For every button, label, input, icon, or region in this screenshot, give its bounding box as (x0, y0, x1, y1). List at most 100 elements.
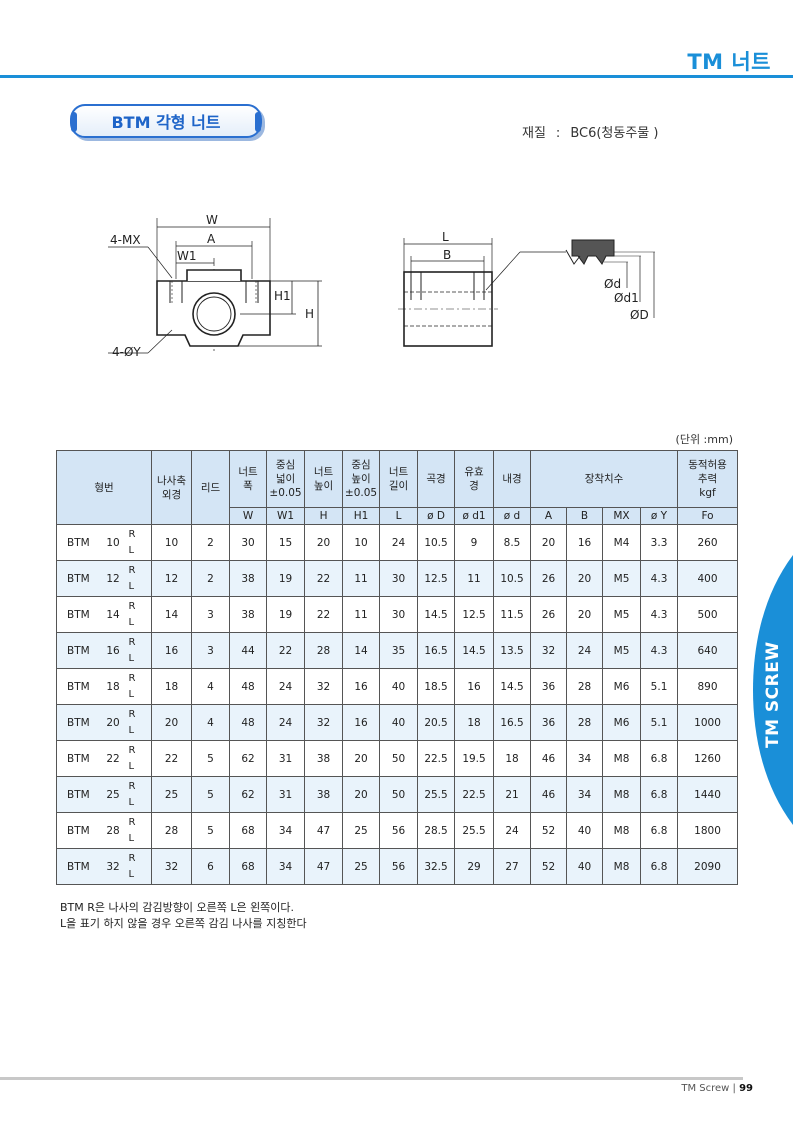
cell-W: 30 (229, 524, 268, 561)
cell-A: 32 (530, 632, 568, 669)
cell-d1: 11 (454, 560, 495, 597)
col-header-width: 너트 폭 (229, 450, 268, 508)
cell-A: 26 (530, 560, 568, 597)
model-size: 14 (106, 608, 120, 621)
page-title: TM 너트 (687, 50, 771, 74)
model-name: BTM (67, 824, 90, 837)
note-line: L을 표기 하지 않을 경우 오른쪽 감김 나사를 지칭한다 (60, 917, 307, 930)
cell-W1: 15 (266, 524, 306, 561)
dim-D-label: ØD (630, 308, 649, 322)
cell-lead: 3 (191, 596, 231, 633)
cell-W: 62 (229, 740, 268, 777)
dim-A-label: A (207, 232, 216, 246)
cell-Y: 6.8 (640, 776, 679, 813)
cell-Y: 4.3 (640, 560, 679, 597)
page-number: 99 (739, 1083, 753, 1094)
cell-lead: 5 (191, 740, 231, 777)
section-title: BTM 각형 너트 (70, 104, 262, 138)
cell-A: 36 (530, 704, 568, 741)
cell-lead: 6 (191, 848, 231, 885)
cell-d1: 12.5 (454, 596, 495, 633)
footer-label: TM Screw (681, 1083, 730, 1094)
cell-A: 46 (530, 776, 568, 813)
model-size: 10 (106, 536, 120, 549)
cell-d1: 18 (454, 704, 495, 741)
model-size: 28 (106, 824, 120, 837)
cell-W1: 34 (266, 848, 306, 885)
model-size: 12 (106, 572, 120, 585)
cell-Fo: 2090 (677, 848, 739, 885)
cell-od: 10 (151, 524, 193, 561)
cell-H: 22 (304, 560, 344, 597)
col-sub-B: B (566, 507, 604, 525)
cell-A: 20 (530, 524, 568, 561)
hand-right: R (128, 600, 136, 612)
cell-H: 47 (304, 812, 344, 849)
cell-d: 10.5 (493, 560, 532, 597)
cell-W: 68 (229, 812, 268, 849)
cell-L: 24 (379, 524, 419, 561)
hand-right: R (128, 852, 136, 864)
cell-W: 68 (229, 848, 268, 885)
cell-H1: 25 (342, 848, 381, 885)
nut-drawings: W A W1 4-MX 4-ØY H1 H L B Ød Ød1 ØD (108, 213, 655, 359)
model-name: BTM (67, 644, 90, 657)
cell-W1: 31 (266, 776, 306, 813)
col-header-thrust: 동적허용 추력 kgf (677, 450, 739, 508)
col-sub-Fo: Fo (677, 507, 739, 525)
cell-Y: 6.8 (640, 740, 679, 777)
cell-H: 32 (304, 704, 344, 741)
cell-lead: 3 (191, 632, 231, 669)
cell-H: 47 (304, 848, 344, 885)
cell-lead: 4 (191, 704, 231, 741)
cell-d1: 14.5 (454, 632, 495, 669)
col-sub-d: ø d (493, 507, 532, 525)
col-sub-A: A (530, 507, 568, 525)
cell-H1: 11 (342, 560, 381, 597)
cell-H1: 11 (342, 596, 381, 633)
hand-right: R (128, 564, 136, 576)
cell-MX: M8 (602, 740, 642, 777)
model-name: BTM (67, 716, 90, 729)
cell-L: 30 (379, 560, 419, 597)
cell-d: 8.5 (493, 524, 532, 561)
cell-B: 34 (566, 776, 604, 813)
pill-cap-right (255, 112, 261, 132)
hand-left: L (128, 724, 135, 736)
footer-rule (0, 1077, 743, 1080)
cell-H1: 20 (342, 776, 381, 813)
cell-model: BTM 28 (56, 812, 129, 849)
cell-od: 20 (151, 704, 193, 741)
cell-MX: M6 (602, 668, 642, 705)
material-value: BC6(청동주물 ) (570, 126, 659, 141)
cell-W1: 19 (266, 596, 306, 633)
dim-L-label: L (442, 230, 449, 244)
cell-H: 20 (304, 524, 344, 561)
col-header-mounting: 장착치수 (530, 450, 679, 508)
col-header-height: 너트 높이 (304, 450, 344, 508)
cell-D: 10.5 (417, 524, 456, 561)
cell-H: 38 (304, 740, 344, 777)
cell-MX: M8 (602, 848, 642, 885)
model-size: 32 (106, 860, 120, 873)
material-label: 재질 (522, 126, 546, 141)
cell-MX: M6 (602, 704, 642, 741)
cell-H: 22 (304, 596, 344, 633)
cell-d: 16.5 (493, 704, 532, 741)
model-name: BTM (67, 536, 90, 549)
